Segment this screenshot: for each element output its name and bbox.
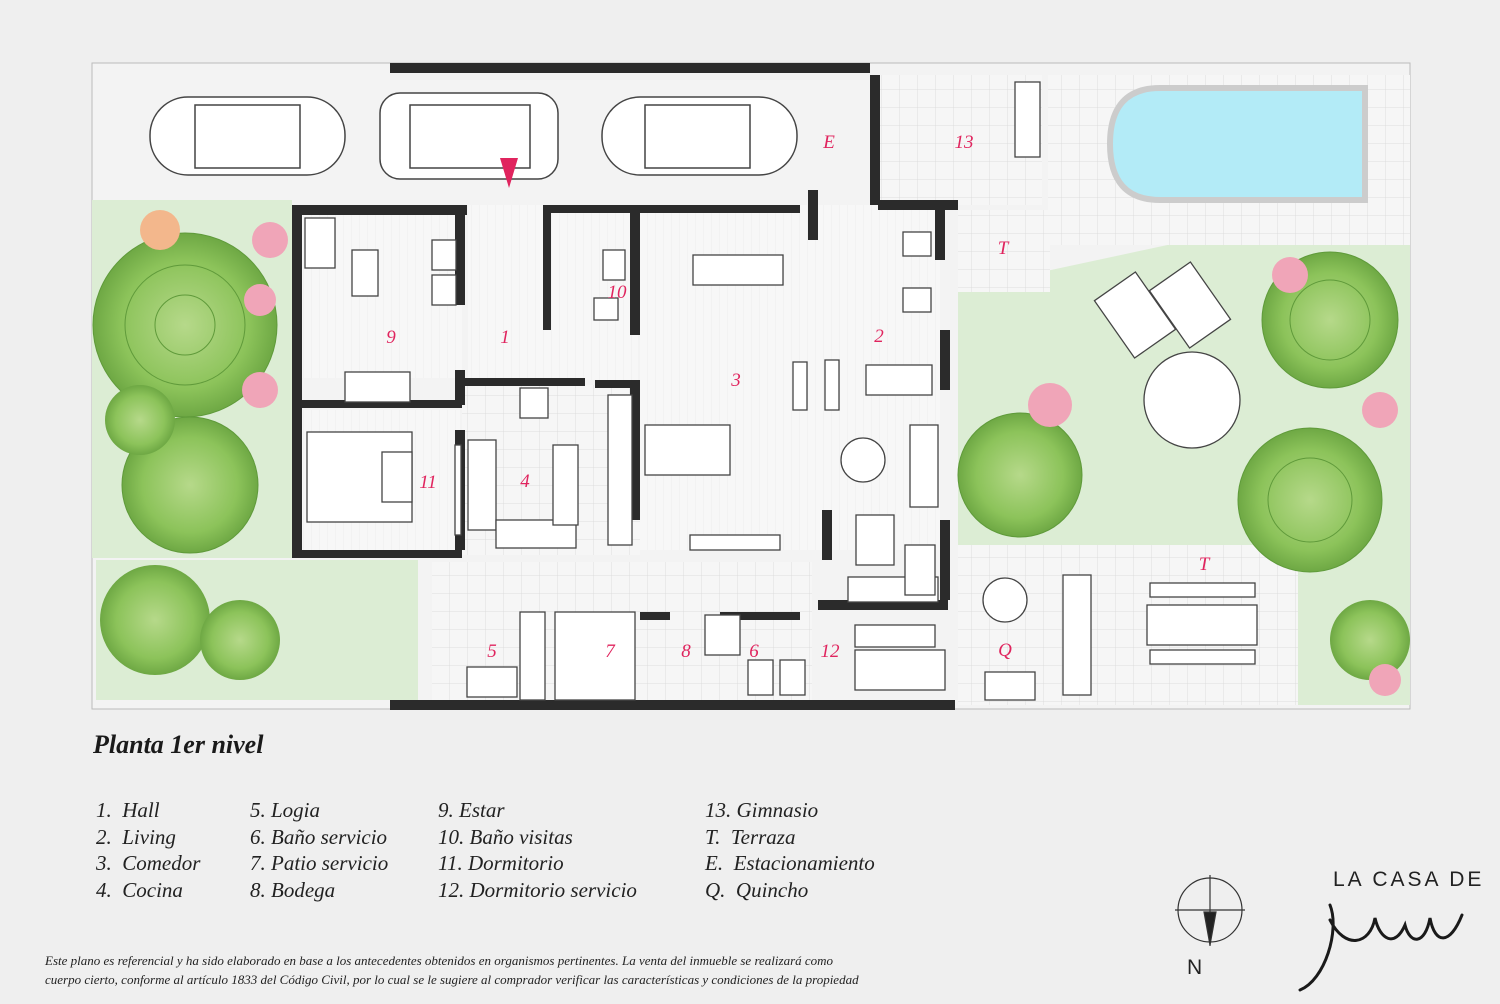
room-label-t-north: T	[998, 238, 1010, 259]
legend-item: 8. Bodega	[250, 877, 336, 902]
room-label-t-south: T	[1199, 554, 1211, 575]
cars	[149, 92, 798, 180]
legend-item: T. Terraza	[705, 824, 796, 849]
compass-icon	[1175, 875, 1245, 946]
legend-item: E. Estacionamiento	[705, 851, 875, 875]
room-number-3: 3	[730, 370, 741, 391]
hall-floor	[468, 205, 638, 380]
room-number-9: 9	[386, 327, 396, 348]
room-number-6: 6	[749, 641, 759, 662]
legend-item: 3. Comedor	[96, 851, 201, 875]
disclaimer: Este plano es referencial y ha sido elab…	[45, 951, 1125, 989]
terraza-north	[958, 210, 1050, 292]
room-number-13: 13	[955, 132, 974, 153]
disclaimer-line-2: cuerpo cierto, conforme al artículo 1833…	[45, 972, 859, 987]
legend-item: 9. Estar	[438, 798, 505, 822]
room-number-12: 12	[821, 641, 841, 662]
legend-item: 5. Logia	[250, 798, 321, 822]
brand-signature	[1298, 903, 1464, 992]
entrance-arrow	[500, 158, 518, 188]
legend-item: Q. Quincho	[705, 877, 809, 902]
room-number-7: 7	[605, 641, 616, 662]
furniture	[304, 81, 1258, 701]
pool	[1106, 85, 1368, 203]
room-label-q: Q	[998, 640, 1012, 661]
legend-item: 7. Patio servicio	[250, 851, 389, 875]
room-numbers: 1 2 3 4 5 6 7 8 9 10 11 12 13 E T T Q	[386, 132, 1210, 662]
legend-item: 11. Dormitorio	[438, 851, 564, 875]
legend-item: 2. Living	[96, 824, 176, 849]
legend-column-2: 5. Logia 6. Baño servicio 7. Patio servi…	[250, 797, 388, 903]
legend-column-3: 9. Estar 10. Baño visitas 11. Dormitorio…	[438, 797, 637, 903]
brand-name: LA CASA DE	[1333, 868, 1485, 891]
room-number-11: 11	[419, 472, 437, 493]
room-number-4: 4	[520, 471, 530, 492]
legend-item: 1. Hall	[96, 798, 160, 822]
legend-item: 10. Baño visitas	[438, 824, 573, 849]
compass-north-label: N	[1187, 956, 1203, 979]
room-label-e: E	[822, 132, 835, 153]
trees	[92, 210, 1410, 696]
legend-column-4: 13. Gimnasio T. Terraza E. Estacionamien…	[705, 797, 875, 903]
room-number-5: 5	[487, 641, 497, 662]
gym-floor	[872, 75, 1042, 205]
room-number-8: 8	[681, 641, 691, 662]
disclaimer-line-1: Este plano es referencial y ha sido elab…	[45, 953, 834, 968]
plan-title: Planta 1er nivel	[93, 730, 264, 759]
room-number-1: 1	[500, 327, 510, 348]
legend-column-1: 1. Hall 2. Living 3. Comedor 4. Cocina	[96, 797, 200, 903]
legend-item: 4. Cocina	[96, 877, 183, 902]
room-number-10: 10	[608, 282, 628, 303]
room-number-2: 2	[874, 326, 884, 347]
legend-item: 6. Baño servicio	[250, 824, 388, 849]
legend-item: 12. Dormitorio servicio	[438, 877, 637, 902]
legend-item: 13. Gimnasio	[705, 798, 819, 822]
